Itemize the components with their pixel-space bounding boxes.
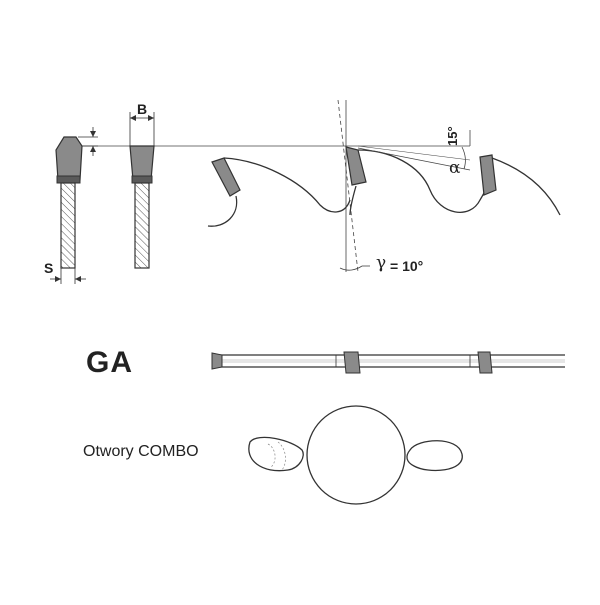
label-holes-caption: Otwory COMBO [83, 443, 199, 460]
tooth-front-view-s [50, 127, 98, 284]
blade-side-profile [207, 99, 561, 273]
label-alpha: α [449, 158, 461, 178]
label-tooth-type: GA [86, 346, 133, 379]
label-gamma: γ [376, 253, 387, 273]
label-gamma-value: = 10° [390, 258, 424, 274]
label-angle-15: 15° [445, 126, 460, 146]
label-width-b: B [137, 101, 148, 117]
label-thickness-s: S [44, 260, 54, 276]
combo-holes [248, 405, 463, 505]
ga-cross-section [211, 351, 565, 374]
tooth-front-view-b [129, 112, 155, 269]
